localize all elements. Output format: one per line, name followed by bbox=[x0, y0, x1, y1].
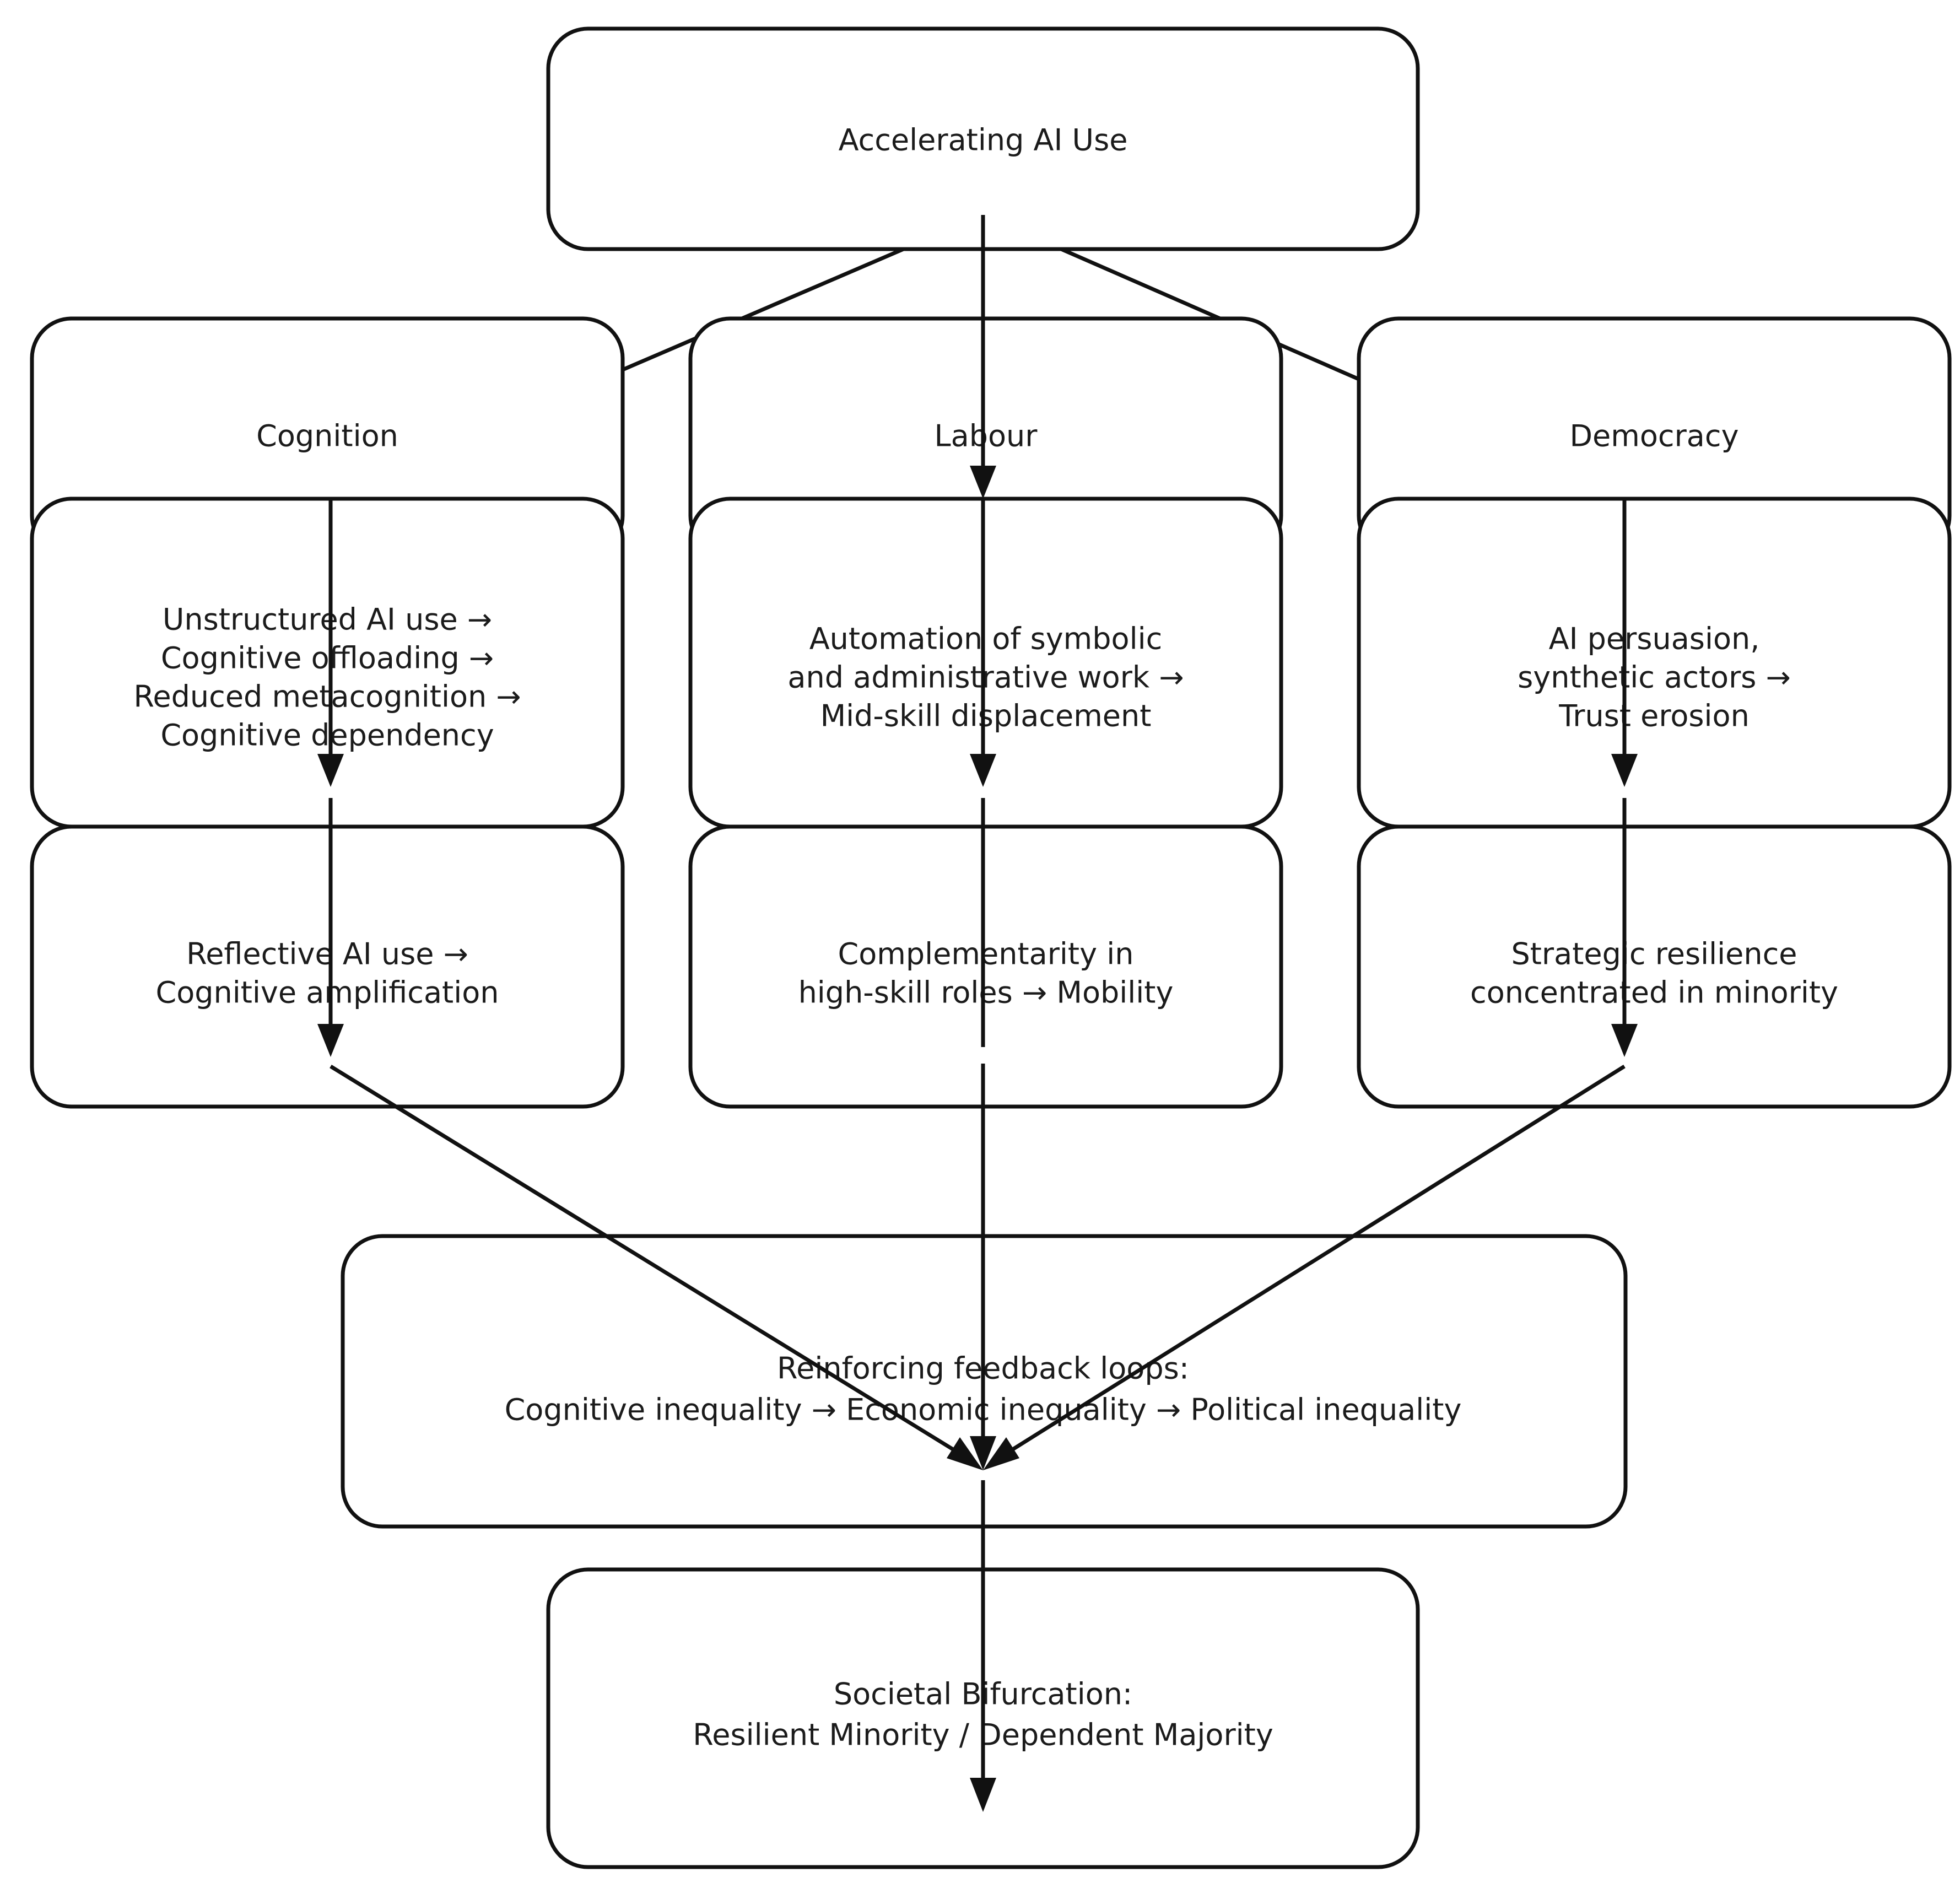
node-label-democracy-outcome-line-1: Strategic resilience bbox=[1511, 937, 1797, 972]
node-label-labour-outcome-line-1: Complementarity in bbox=[838, 937, 1134, 972]
arrowhead-cognition-feedback bbox=[947, 1437, 983, 1470]
node-label-democracy-mechanism-line-3: Trust erosion bbox=[1558, 699, 1750, 733]
arrowhead-cognition-mech bbox=[317, 754, 344, 787]
node-label-cognition-header: Cognition bbox=[256, 419, 398, 454]
arrowhead-democracy-feedback bbox=[983, 1437, 1019, 1470]
node-label-labour-outcome-line-2: high-skill roles → Mobility bbox=[798, 975, 1174, 1010]
node-label-labour-mechanism-line-3: Mid-skill displacement bbox=[820, 699, 1152, 733]
arrowhead-labour-mech bbox=[970, 754, 996, 787]
node-label-labour-mechanism-line-1: Automation of symbolic bbox=[809, 622, 1163, 656]
node-labour-outcome[interactable]: Complementarity in high-skill roles → Mo… bbox=[688, 824, 1283, 1109]
node-cognition-outcome[interactable]: Reflective AI use → Cognitive amplificat… bbox=[30, 824, 625, 1109]
arrowhead-root-labour bbox=[970, 466, 996, 499]
node-label-cognition-mechanism-line-3: Reduced metacognition → bbox=[133, 679, 521, 714]
edge-overlay-layer bbox=[317, 215, 1638, 1812]
node-label-cognition-mechanism-line-1: Unstructured AI use → bbox=[163, 602, 492, 637]
arrowhead-terminal bbox=[970, 1778, 996, 1812]
node-cognition-mechanism[interactable]: Unstructured AI use → Cognitive offloadi… bbox=[30, 497, 625, 829]
node-label-accelerating-ai-use: Accelerating AI Use bbox=[839, 123, 1128, 158]
node-label-cognition-mechanism-line-4: Cognitive dependency bbox=[160, 718, 494, 753]
node-label-cognition-mechanism-line-2: Cognitive offloading → bbox=[161, 641, 494, 676]
node-labour-header[interactable]: Labour bbox=[688, 316, 1283, 558]
arrowhead-labour-feedback bbox=[970, 1436, 996, 1470]
node-label-labour-header: Labour bbox=[935, 419, 1038, 454]
node-democracy-mechanism[interactable]: AI persuasion, synthetic actors → Trust … bbox=[1357, 497, 1952, 829]
node-labour-mechanism[interactable]: Automation of symbolic and administrativ… bbox=[688, 497, 1283, 829]
arrowhead-democracy-outcome bbox=[1611, 1024, 1638, 1057]
node-democracy-outcome[interactable]: Strategic resilience concentrated in min… bbox=[1357, 824, 1952, 1109]
node-label-cognition-outcome-line-2: Cognitive amplification bbox=[156, 975, 499, 1010]
node-label-democracy-outcome-line-2: concentrated in minority bbox=[1470, 975, 1838, 1010]
node-label-democracy-mechanism-line-2: synthetic actors → bbox=[1518, 660, 1791, 695]
node-cognition-header[interactable]: Cognition bbox=[30, 316, 625, 558]
edge-segment-cognition-to-feedback bbox=[330, 1065, 972, 1462]
node-label-democracy-header: Democracy bbox=[1569, 419, 1738, 454]
arrowhead-cognition-outcome bbox=[317, 1024, 344, 1057]
node-label-democracy-mechanism-line-1: AI persuasion, bbox=[1549, 622, 1760, 656]
node-label-cognition-outcome-line-1: Reflective AI use → bbox=[186, 937, 468, 972]
arrowhead-democracy-mech bbox=[1611, 754, 1638, 787]
node-label-labour-mechanism-line-2: and administrative work → bbox=[787, 660, 1184, 695]
edge-segment-democracy-to-feedback bbox=[994, 1065, 1626, 1462]
